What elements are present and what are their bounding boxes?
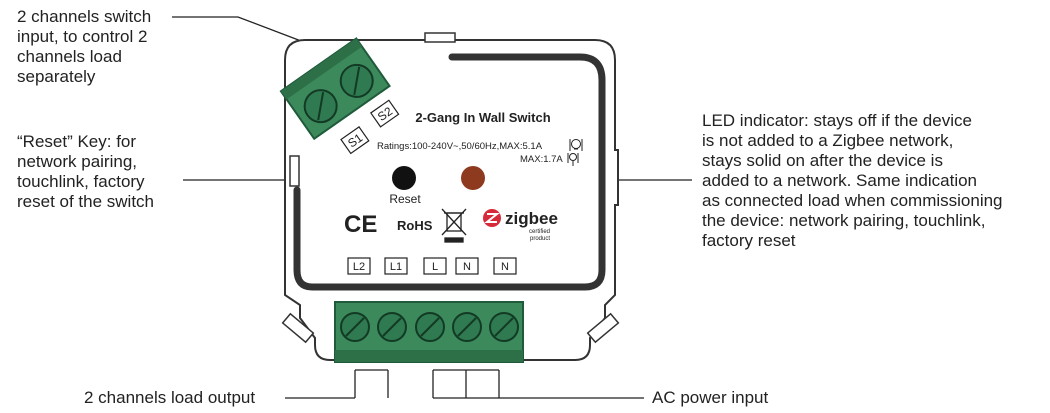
- device-body: [281, 32, 620, 361]
- zigbee-sub2: product: [530, 236, 550, 242]
- led-indicator: [461, 166, 485, 190]
- side-slot-left: [289, 155, 300, 187]
- bottom-terminal-labels: L2 L1 L N N: [347, 257, 517, 275]
- device-outline: [284, 39, 619, 361]
- screw-l: [415, 312, 445, 342]
- screw-n1: [452, 312, 482, 342]
- ac-input-annotation: AC power input: [652, 388, 769, 407]
- screw-l1: [377, 312, 407, 342]
- bottom-terminal-block: [334, 301, 524, 363]
- rohs-mark: RoHS: [397, 218, 433, 233]
- screw-s2: [339, 63, 374, 98]
- screw-s1: [303, 89, 338, 124]
- reset-label: Reset: [389, 192, 421, 206]
- ce-mark: CE: [344, 211, 377, 238]
- switch-terminal-labels: S1 S2: [340, 99, 400, 155]
- switch-terminal-block: [279, 37, 391, 141]
- weee-bin-icon: [441, 208, 467, 243]
- load-output-annotation: 2 channels load output: [84, 388, 256, 407]
- screw-l2: [340, 312, 370, 342]
- switch-input-annotation: 2 channels switch input, to control 2 ch…: [17, 7, 152, 86]
- corner-feet: [281, 312, 620, 344]
- zigbee-logo-icon: [483, 209, 501, 227]
- reset-key-annotation: “Reset” Key: for network pairing, touchl…: [17, 132, 155, 211]
- reset-button[interactable]: [392, 166, 416, 190]
- device-title: 2-Gang In Wall Switch: [415, 110, 550, 125]
- device-max-led: MAX:1.7A: [520, 154, 563, 165]
- bulb-icon: [569, 139, 583, 151]
- screw-n2: [489, 312, 519, 342]
- terminal-label-l: L: [432, 261, 438, 273]
- device-ratings: Ratings:100-240V~,50/60Hz,MAX:5.1A: [377, 141, 543, 152]
- top-tab: [424, 32, 456, 43]
- terminal-label-l1: L1: [390, 261, 402, 273]
- zigbee-sub1: certified: [529, 229, 550, 235]
- terminal-label-n1: N: [463, 261, 471, 273]
- led-indicator-annotation: LED indicator: stays off if the device i…: [702, 111, 1003, 250]
- terminal-label-l2: L2: [353, 261, 365, 273]
- inner-rail: [293, 53, 606, 291]
- zigbee-text: zigbee: [505, 209, 558, 228]
- bulb-icon-small: [567, 153, 579, 166]
- terminal-label-n2: N: [501, 261, 509, 273]
